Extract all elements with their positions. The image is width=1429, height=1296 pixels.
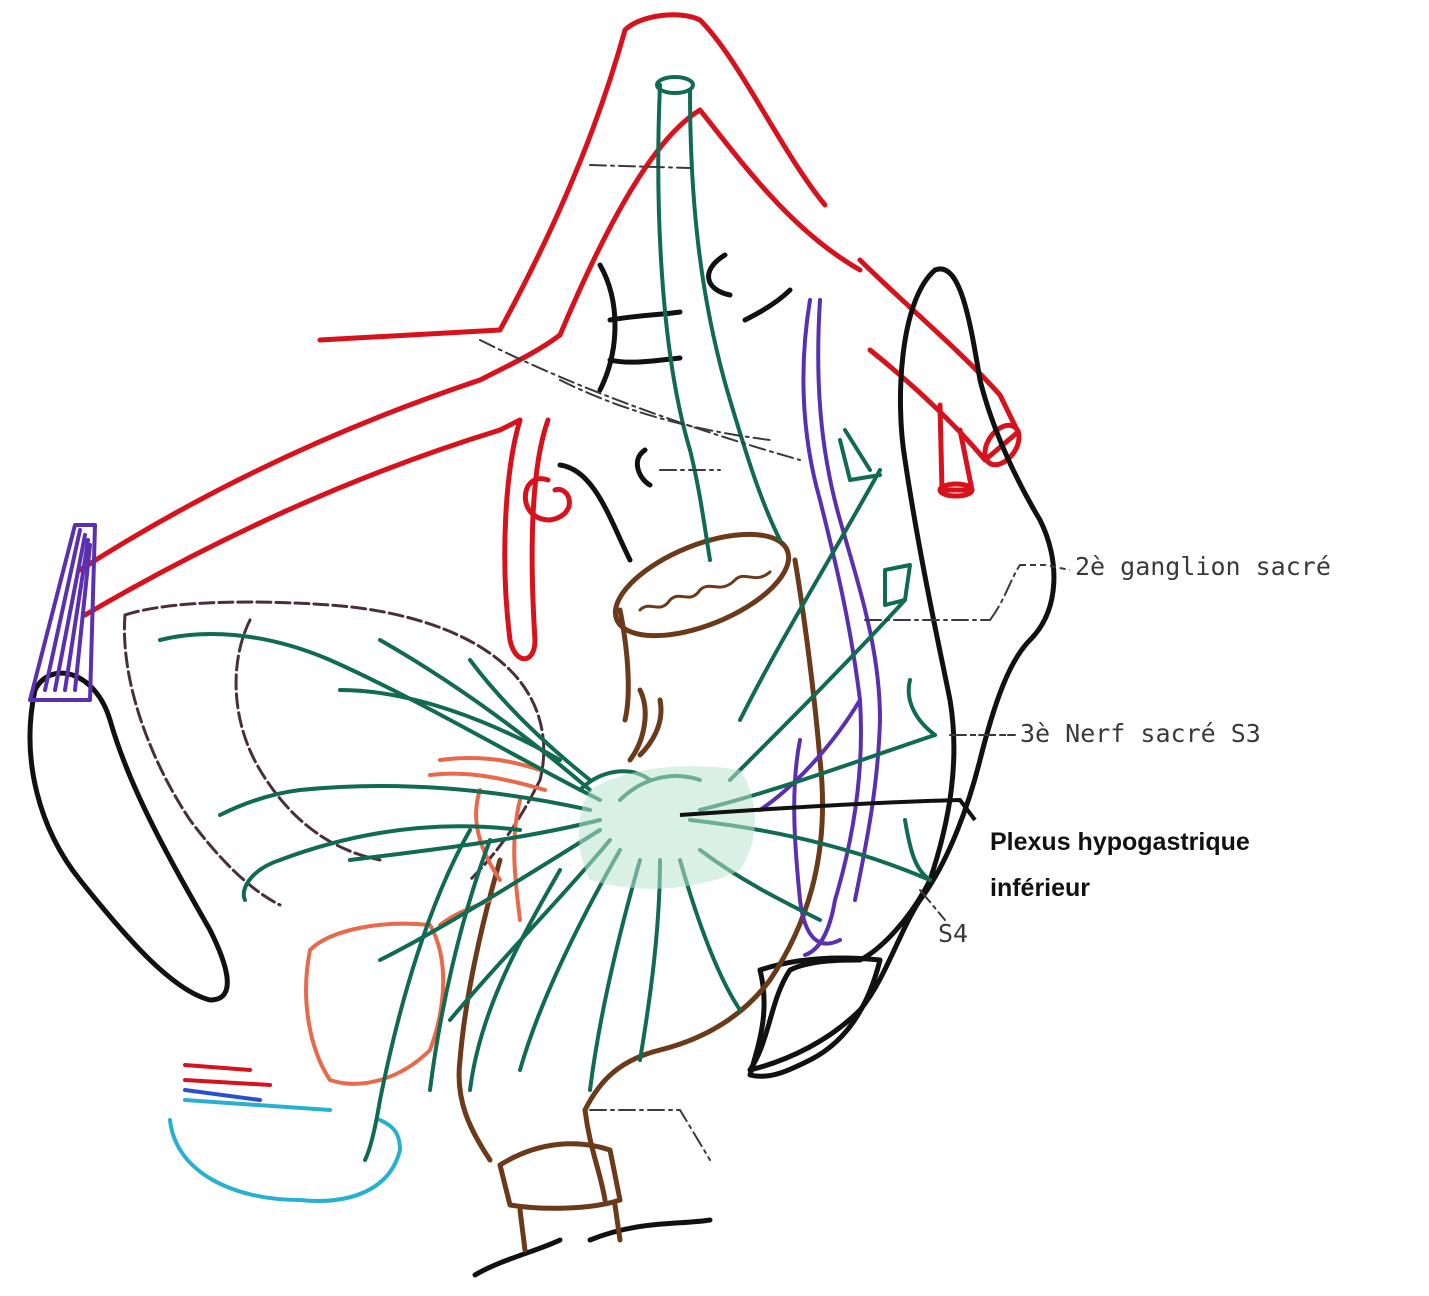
lower-vessels: [170, 1065, 400, 1201]
label-s4: S4: [938, 919, 968, 948]
annotation-labels: 2è ganglion sacré 3è Nerf sacré S3 Plexu…: [680, 552, 1331, 948]
label-3e-nerf-sacre-s3: 3è Nerf sacré S3: [1020, 719, 1261, 748]
plexus-area: [579, 766, 755, 889]
label-plexus-line1: Plexus hypogastrique: [990, 828, 1250, 856]
vesical-vessels: [306, 758, 545, 1084]
reference-lines: [480, 165, 1020, 1160]
arteries: [80, 15, 1026, 659]
pubic-bone: [30, 673, 227, 1000]
ganglion-leader: [1020, 565, 1070, 570]
label-2e-ganglion-sacre: 2è ganglion sacré: [1075, 552, 1331, 581]
label-plexus-line2: inférieur: [990, 874, 1090, 902]
sacrum: [750, 269, 1054, 1070]
